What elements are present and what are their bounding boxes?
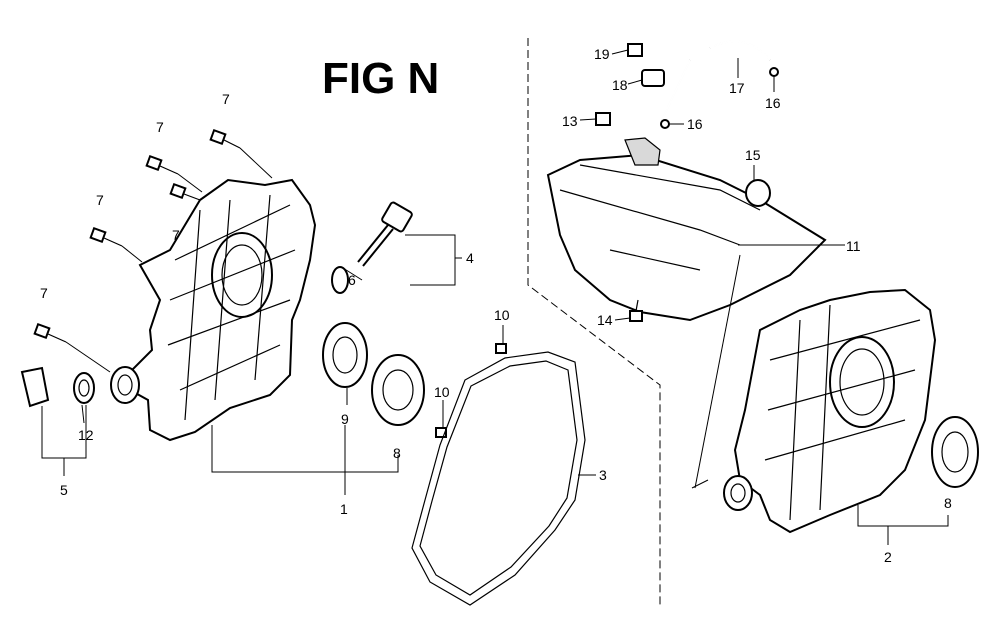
callout-8b: 8	[944, 495, 952, 511]
crankcase-cover-part	[129, 178, 317, 442]
bolt-14-part	[629, 299, 643, 322]
callout-2: 2	[884, 549, 892, 565]
clip-part-2	[769, 67, 779, 77]
bolt-13-part	[595, 112, 611, 126]
bearing-part	[371, 354, 425, 426]
oil-seal-part	[322, 322, 368, 388]
callout-15: 15	[745, 147, 761, 163]
callout-16b: 16	[765, 95, 781, 111]
cap-part	[20, 366, 50, 408]
leader-lines	[41, 49, 949, 545]
callout-18: 18	[612, 77, 628, 93]
o-ring-part	[331, 266, 349, 294]
callout-7b: 7	[156, 119, 164, 135]
callout-11: 11	[846, 238, 861, 254]
clip-part	[660, 119, 670, 129]
callout-7e: 7	[40, 285, 48, 301]
callout-19: 19	[594, 46, 610, 62]
callout-3: 3	[599, 467, 607, 483]
crankcase-part	[733, 288, 937, 534]
callout-1: 1	[340, 501, 348, 517]
callout-16a: 16	[687, 116, 703, 132]
callout-13: 13	[562, 113, 578, 129]
callout-6: 6	[348, 272, 356, 288]
collar-part	[110, 366, 140, 404]
gasket-part	[411, 351, 586, 606]
bolt-part	[33, 128, 241, 343]
collar-right-part	[723, 475, 753, 511]
callout-labels: 1 2 3 4 5 6 7 7 7 7 7 8 8 9 10 10 11 12 …	[40, 46, 952, 565]
oil-dipstick-part	[357, 201, 413, 267]
section-divider	[527, 38, 661, 605]
callout-7d: 7	[96, 192, 104, 208]
bolt-leader-lines	[65, 147, 273, 373]
callout-5: 5	[60, 482, 68, 498]
callout-10b: 10	[434, 384, 450, 400]
callout-14: 14	[597, 312, 613, 328]
figure-title: FIG N	[322, 54, 439, 103]
bearing-right-part	[931, 416, 979, 488]
dowel-pin-part	[495, 343, 507, 354]
callout-9: 9	[341, 411, 349, 427]
callout-12: 12	[78, 427, 94, 443]
callout-17: 17	[729, 80, 745, 96]
seal-15-part	[745, 179, 771, 207]
callout-8a: 8	[393, 445, 401, 461]
seal-ring-part	[73, 372, 95, 404]
bolt-19-part	[627, 43, 643, 57]
fuel-tank-part	[546, 137, 827, 322]
callout-10a: 10	[494, 307, 510, 323]
callout-4: 4	[466, 250, 474, 266]
dowel-pin-part-2	[435, 427, 447, 438]
fuel-joint-part	[641, 69, 665, 87]
callout-7a: 7	[222, 91, 230, 107]
fuel-hose-part	[661, 40, 771, 121]
callout-7c: 7	[172, 227, 180, 243]
